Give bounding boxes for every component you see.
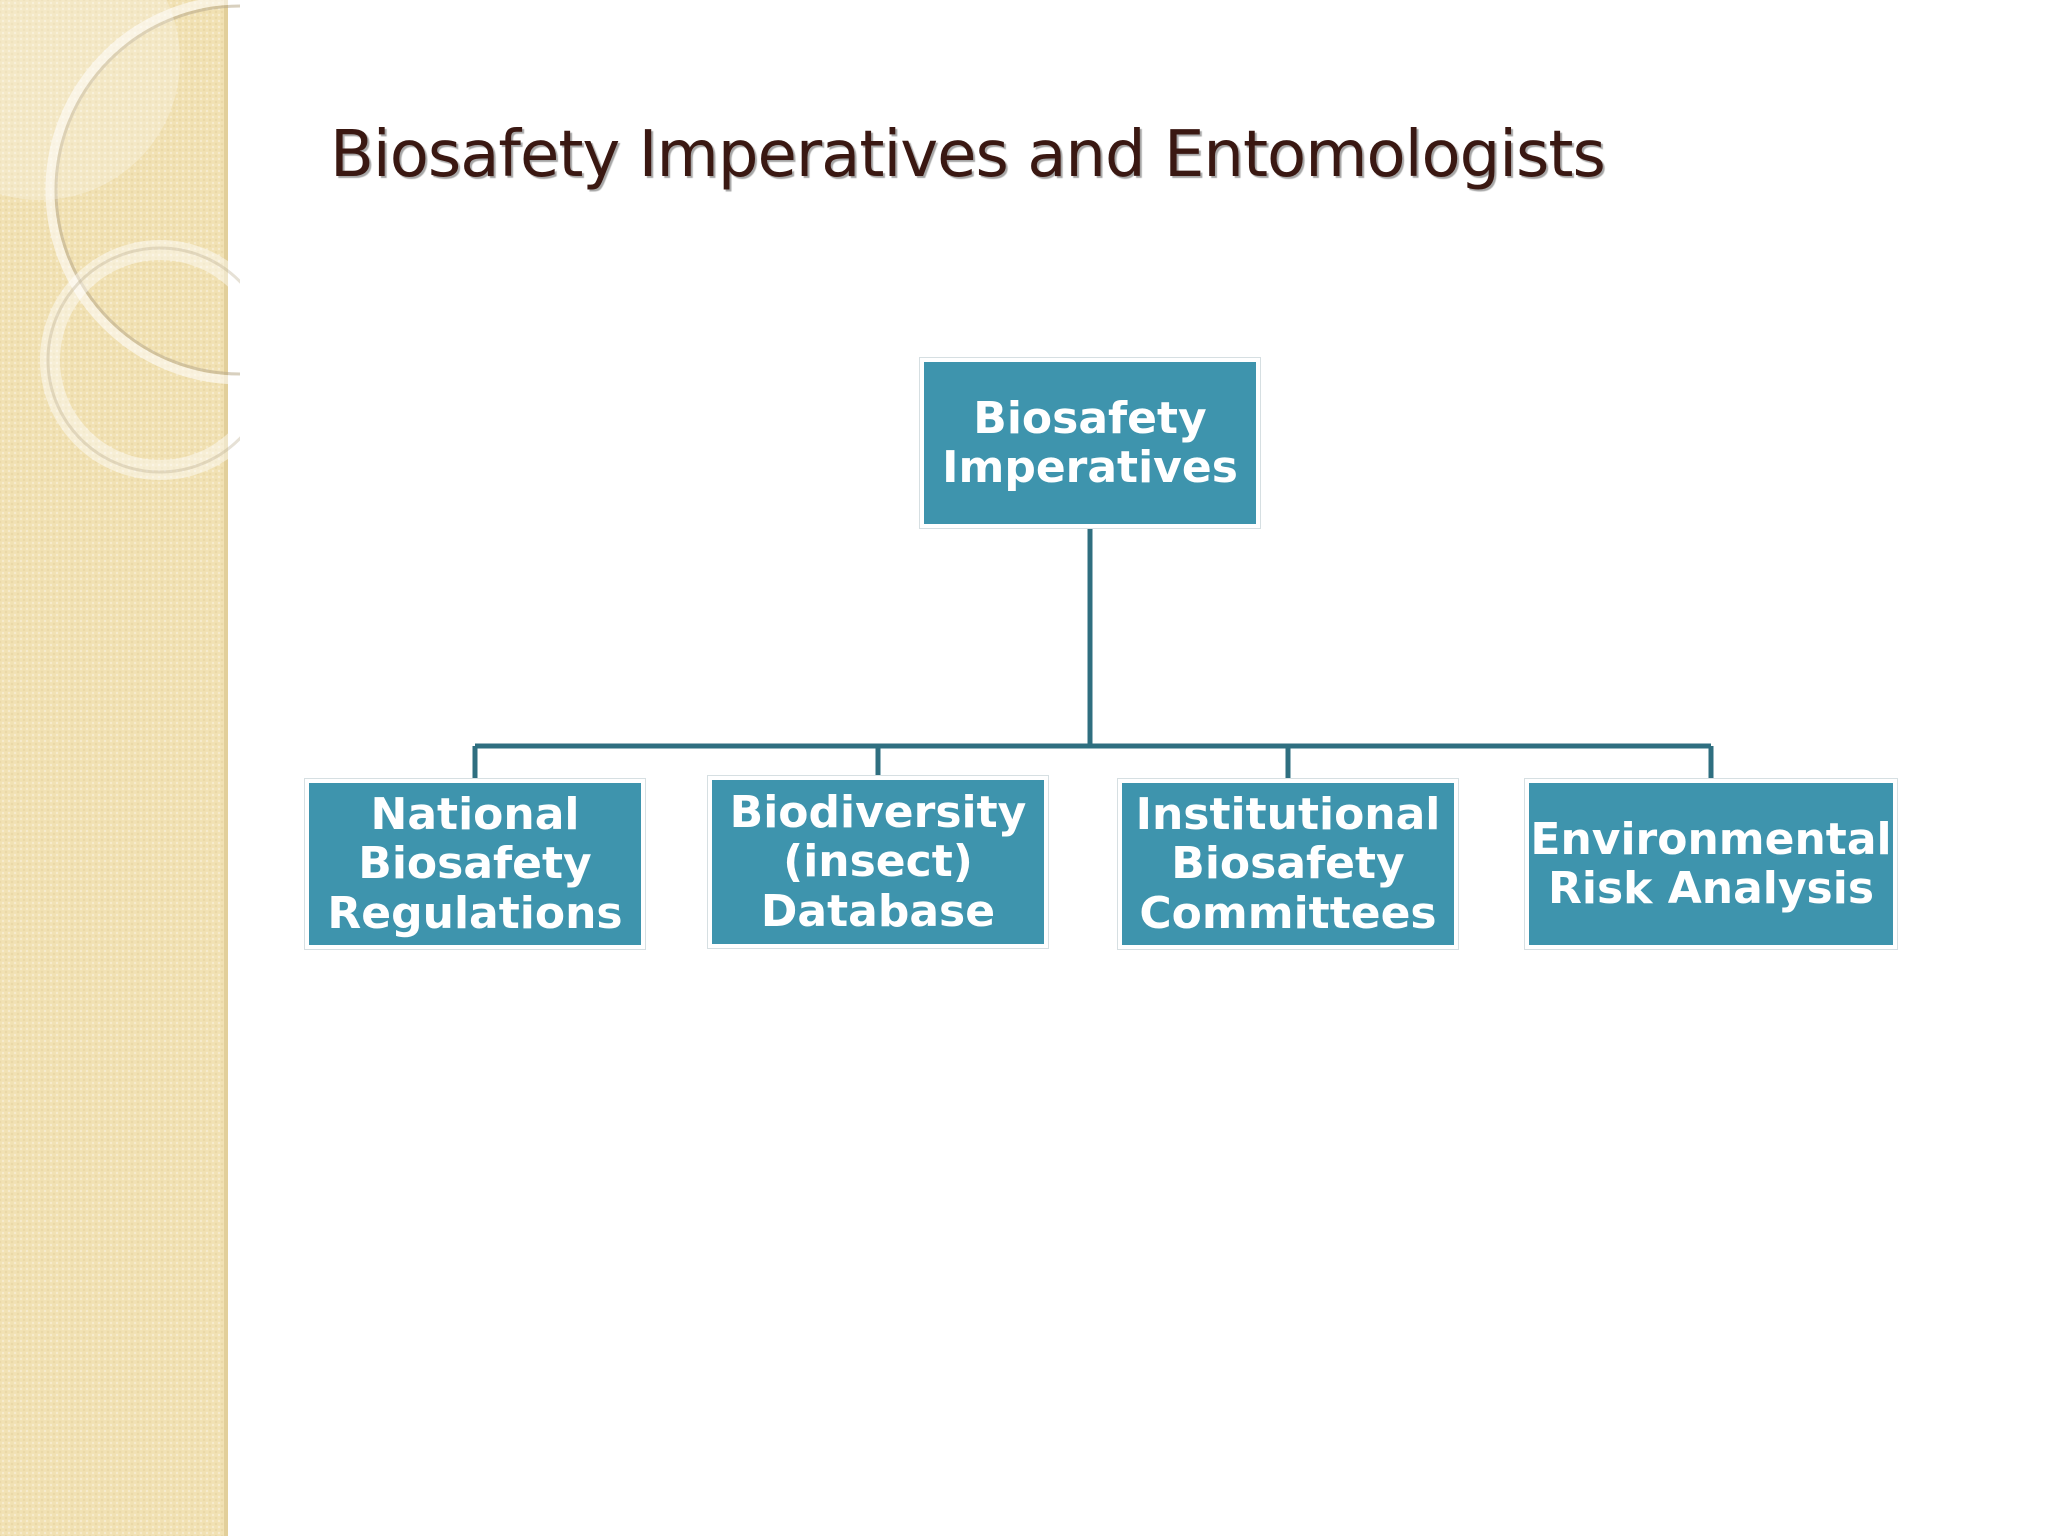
node-line: Biodiversity bbox=[729, 787, 1027, 839]
node-line: Imperatives bbox=[942, 442, 1238, 493]
node-line: Biosafety bbox=[1171, 838, 1405, 890]
node-institutional-biosafety-committees: Institutional Biosafety Committees bbox=[1117, 778, 1459, 950]
node-line: Biosafety bbox=[973, 392, 1207, 444]
corner-glow bbox=[0, 0, 180, 200]
slide-title: Biosafety Imperatives and Entomologists bbox=[330, 118, 1606, 192]
node-line: Regulations bbox=[327, 887, 623, 939]
ring-inner-highlight bbox=[40, 240, 240, 480]
ring-outer bbox=[54, 4, 240, 376]
sidebar-edge bbox=[224, 0, 228, 1536]
node-line: Environmental bbox=[1530, 813, 1892, 865]
decorative-rings bbox=[0, 0, 240, 480]
node-line: National bbox=[370, 789, 580, 841]
node-biosafety-imperatives: Biosafety Imperatives bbox=[919, 357, 1261, 529]
node-line: (insect) bbox=[783, 836, 973, 888]
sidebar-decoration bbox=[0, 0, 228, 1536]
node-line: Risk Analysis bbox=[1547, 863, 1875, 914]
node-line: Database bbox=[760, 885, 996, 937]
node-line: Institutional bbox=[1135, 789, 1441, 841]
ring-inner bbox=[46, 246, 240, 474]
node-line: Biosafety bbox=[358, 838, 592, 890]
node-national-biosafety-regulations: National Biosafety Regulations bbox=[304, 778, 646, 950]
ring-outer-highlight bbox=[45, 0, 240, 385]
node-environmental-risk-analysis: Environmental Risk Analysis bbox=[1524, 778, 1898, 950]
node-line: Committees bbox=[1139, 887, 1437, 939]
node-biodiversity-database: Biodiversity (insect) Database bbox=[707, 775, 1049, 949]
